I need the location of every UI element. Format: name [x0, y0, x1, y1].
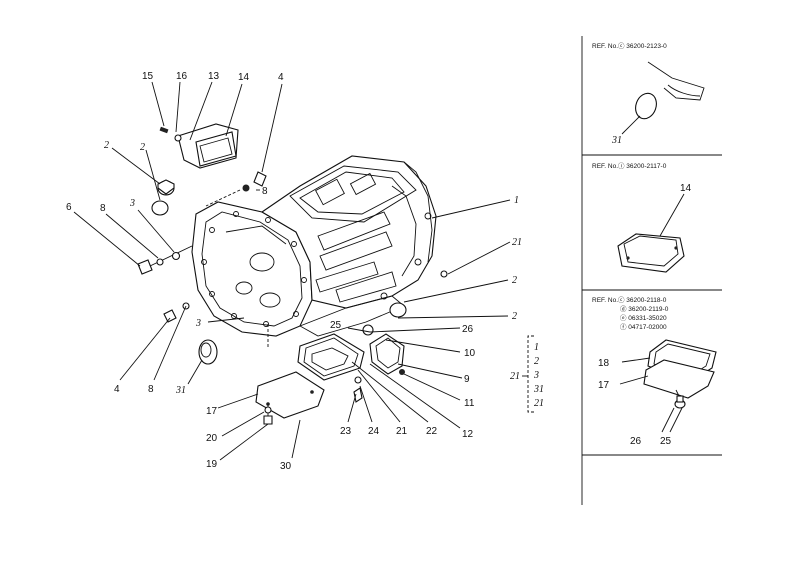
- bushings-2-right: [362, 302, 407, 336]
- kit-item-3: 3: [533, 370, 539, 381]
- cover-13-14: [159, 123, 239, 169]
- kit-item-1: 1: [534, 342, 539, 353]
- ref-panel-3-extra-2: ⓔ 06331-35020: [620, 314, 667, 322]
- callout-2-right: 2: [512, 275, 517, 286]
- callout-8-left: 8: [100, 203, 106, 214]
- callout-3-mid: 3: [195, 318, 201, 329]
- callout-31: 31: [175, 385, 186, 396]
- callout-21-bottom: 21: [396, 426, 408, 437]
- callout-23: 23: [340, 426, 352, 437]
- kit-label: 21: [510, 371, 520, 382]
- ref-panel-3-text: REF. No.ⓒ 36200-2118-0: [592, 296, 667, 304]
- callout-4-top: 4: [278, 72, 284, 83]
- callout-30: 30: [280, 461, 292, 472]
- callout-20: 20: [206, 433, 218, 444]
- reference-panels: [581, 36, 722, 505]
- callout-2-b: 2: [140, 142, 145, 153]
- callout-2-a: 2: [104, 140, 109, 151]
- ref-panel-1: REF. No.ⓒ 36200-2123-0 31: [592, 42, 705, 146]
- callout-24: 24: [368, 426, 380, 437]
- callout-8-bottom: 8: [148, 384, 154, 395]
- kit-bracket: 21 1 2 3 31 21: [510, 335, 544, 413]
- callout-12: 12: [462, 429, 474, 440]
- ref-panel-2-text: REF. No.ⓘ 36200-2117-0: [592, 162, 667, 170]
- callout-3-left: 3: [129, 198, 135, 209]
- transmission-case: [191, 155, 448, 337]
- callout-25: 25: [330, 320, 342, 331]
- callout-10: 10: [464, 348, 476, 359]
- ref-panel-1-text: REF. No.ⓒ 36200-2123-0: [592, 42, 667, 50]
- ref-panel-3-callout-25: 25: [660, 436, 672, 447]
- plug-31: [198, 339, 218, 365]
- callout-14: 14: [238, 72, 250, 83]
- callout-26: 26: [462, 324, 474, 335]
- bottom-cover-22: [297, 333, 365, 403]
- kit-item-5: 21: [534, 398, 544, 409]
- ref-panel-3: REF. No.ⓒ 36200-2118-0 ⓓ 36200-2119-0 ⓔ …: [592, 296, 717, 447]
- ref-panel-2: REF. No.ⓘ 36200-2117-0 14: [592, 162, 692, 273]
- kit-item-4: 31: [533, 384, 544, 395]
- ref-panel-3-callout-26: 26: [630, 436, 642, 447]
- callout-22: 22: [426, 426, 438, 437]
- kit-item-2: 2: [534, 356, 539, 367]
- callout-16: 16: [176, 71, 188, 82]
- ref-panel-3-callout-17: 17: [598, 380, 610, 391]
- bolt-top: [205, 171, 267, 207]
- callout-21-right: 21: [512, 237, 522, 248]
- callout-19: 19: [206, 459, 218, 470]
- callouts: 15 16 13 14 4 2 2 8 6 8 3 1 21 2 2 26 25…: [66, 71, 522, 472]
- ref-panel-1-callout: 31: [611, 135, 622, 146]
- bottom-plate-17: [255, 371, 325, 425]
- callout-4-bottom: 4: [114, 384, 120, 395]
- callout-6: 6: [66, 202, 72, 213]
- cover-9: [369, 333, 405, 375]
- ref-panel-3-extra-3: ⓕ 04717-02000: [620, 323, 667, 331]
- callout-17: 17: [206, 406, 218, 417]
- callout-8-top: 8: [262, 186, 268, 197]
- ref-panel-3-callout-18: 18: [598, 358, 610, 369]
- left-bolts: [137, 245, 193, 323]
- callout-13: 13: [208, 71, 220, 82]
- ref-panel-2-callout: 14: [680, 183, 692, 194]
- callout-1: 1: [514, 195, 519, 206]
- callout-11: 11: [464, 398, 475, 409]
- callout-2-right-2: 2: [512, 311, 517, 322]
- callout-9: 9: [464, 374, 470, 385]
- callout-15: 15: [142, 71, 154, 82]
- bushings-2: [151, 179, 175, 216]
- ref-panel-3-extra-1: ⓓ 36200-2119-0: [620, 305, 669, 313]
- leader-lines: [73, 81, 511, 461]
